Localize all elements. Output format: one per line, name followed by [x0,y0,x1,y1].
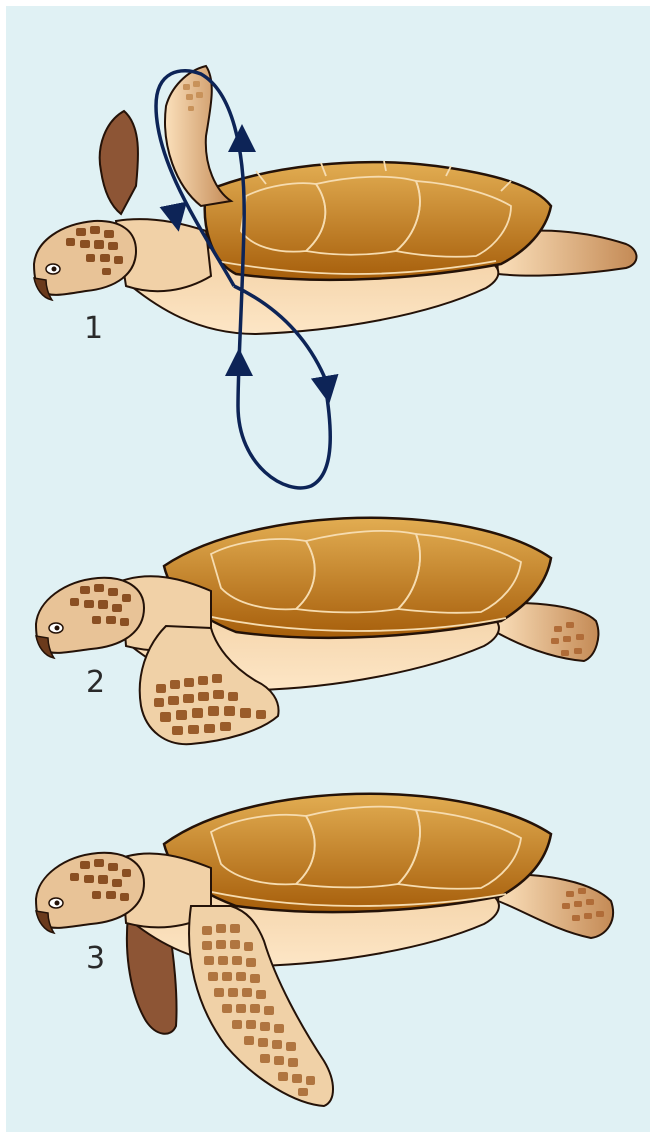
pupil [55,901,60,906]
pupil [55,626,60,631]
pupil [52,267,57,272]
carapace [205,162,551,280]
step-label-3: 3 [86,941,105,976]
step-label-2: 2 [86,665,105,700]
turtle-stroke-diagram: 1 [6,6,650,1132]
step-label-1: 1 [84,311,103,346]
